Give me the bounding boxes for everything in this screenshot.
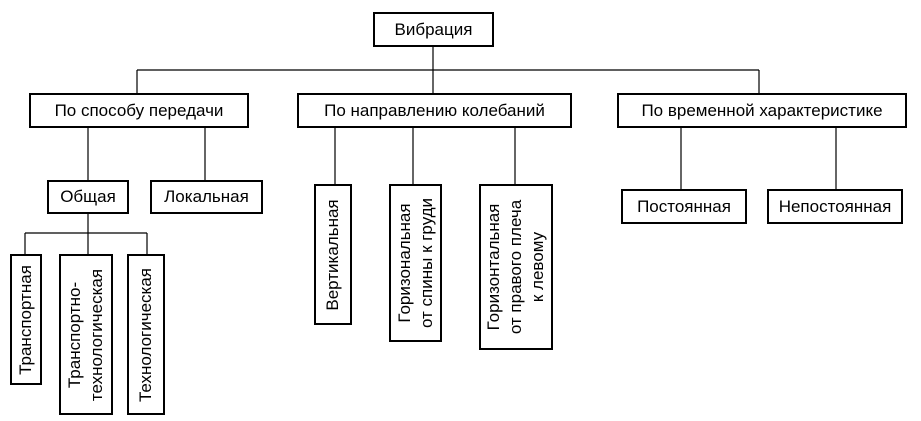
node-horizontal-back-to-chest-line2: от спины к груди	[416, 197, 436, 329]
node-horizontal-right-to-left-line2: от правого плеча	[506, 199, 525, 335]
node-non-constant: Непостоянная	[767, 189, 903, 224]
node-horizontal-right-to-left-line3: к левому	[528, 231, 547, 303]
root-node: Вибрация	[373, 12, 494, 47]
node-local: Локальная	[150, 180, 263, 214]
node-constant: Постоянная	[621, 189, 747, 224]
node-horizontal-back-to-chest-line1: Горизональная	[394, 203, 414, 323]
node-transport-label: Транспортная	[16, 264, 35, 375]
node-technological-label: Технологическая	[136, 267, 155, 402]
node-transport-technological-line1: Транспортно-	[65, 281, 84, 388]
node-vertical-label: Вертикальная	[323, 198, 342, 311]
node-technological: Технологическая	[127, 254, 165, 415]
node-by-oscillation-direction: По направлению колебаний	[297, 93, 572, 128]
node-horizontal-right-to-left-shoulder: Горизонтальная от правого плеча к левому	[479, 184, 553, 350]
node-by-transfer-method: По способу передачи	[29, 93, 249, 128]
node-horizontal-right-to-left-line1: Горизонтальная	[484, 203, 503, 331]
node-vertical: Вертикальная	[314, 184, 352, 325]
node-transport: Транспортная	[10, 254, 42, 385]
node-transport-technological-line2: технологическая	[87, 268, 106, 401]
node-by-time-characteristic: По временной характеристике	[617, 93, 907, 128]
node-horizontal-back-to-chest: Горизональная от спины к груди	[389, 184, 442, 342]
node-general: Общая	[47, 180, 129, 214]
node-transport-technological: Транспортно- технологическая	[59, 254, 113, 415]
